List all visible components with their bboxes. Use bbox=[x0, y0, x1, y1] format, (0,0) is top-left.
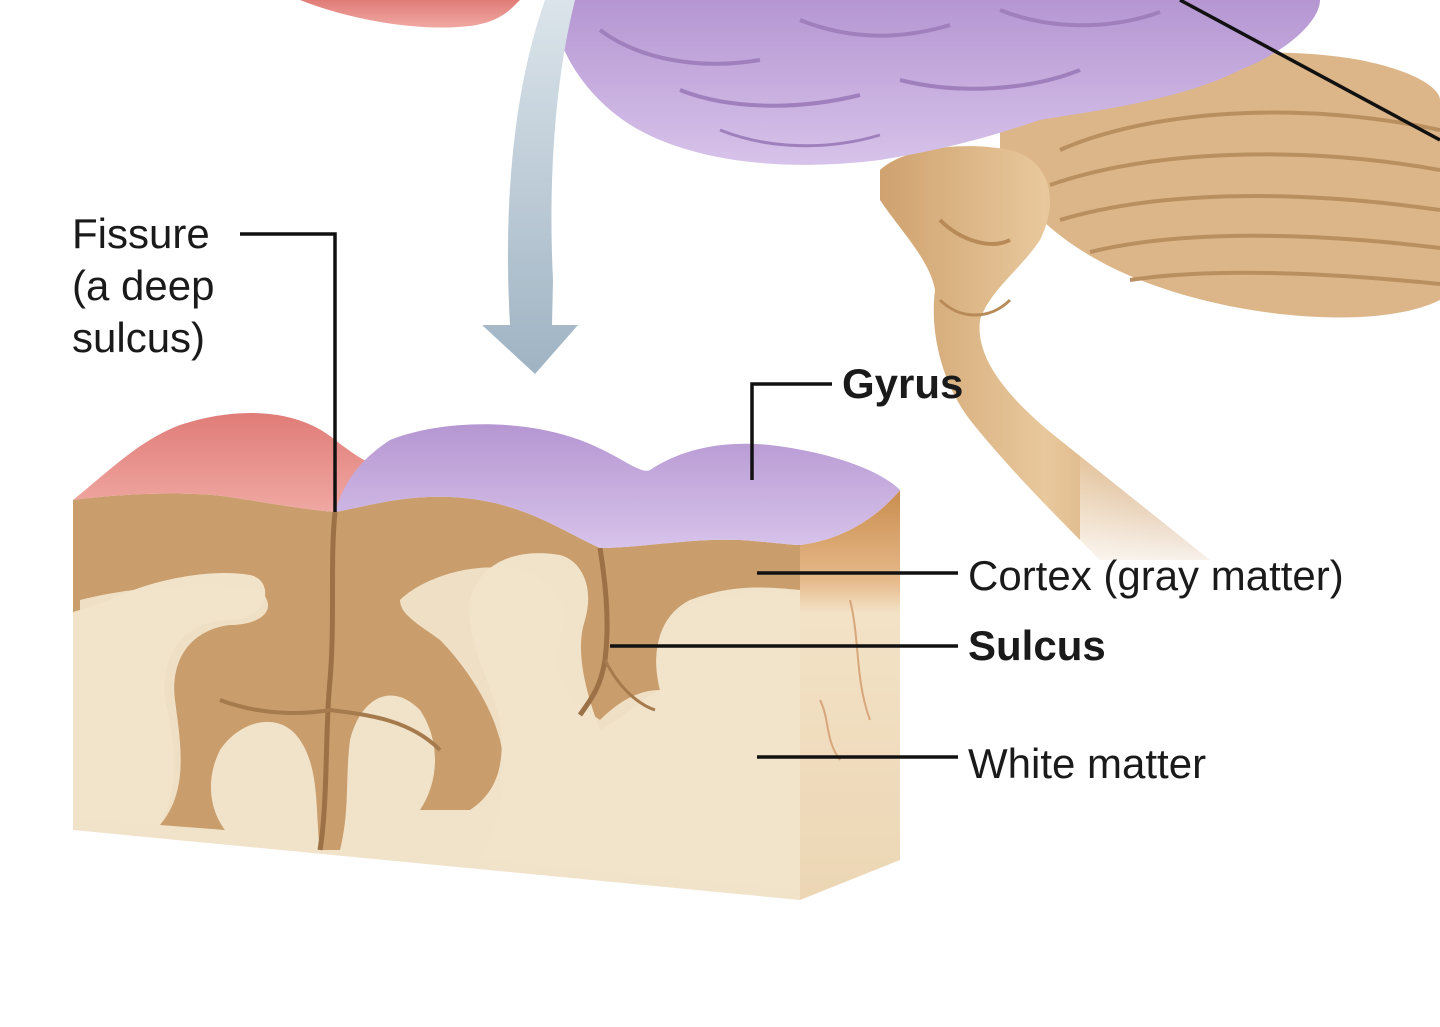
fissure-label-line1: Fissure bbox=[72, 208, 214, 260]
fissure-label-line3: sulcus) bbox=[72, 312, 214, 364]
frontal-lobe-shape bbox=[300, 0, 520, 28]
sulcus-label: Sulcus bbox=[968, 620, 1106, 672]
cortex-label: Cortex (gray matter) bbox=[968, 550, 1344, 602]
block-side-face bbox=[800, 490, 900, 900]
gyrus-label: Gyrus bbox=[842, 358, 963, 410]
fissure-label-line2: (a deep bbox=[72, 260, 214, 312]
white-matter-label: White matter bbox=[968, 738, 1206, 790]
fissure-label: Fissure (a deep sulcus) bbox=[72, 208, 214, 364]
zoom-arrow bbox=[482, 0, 578, 374]
